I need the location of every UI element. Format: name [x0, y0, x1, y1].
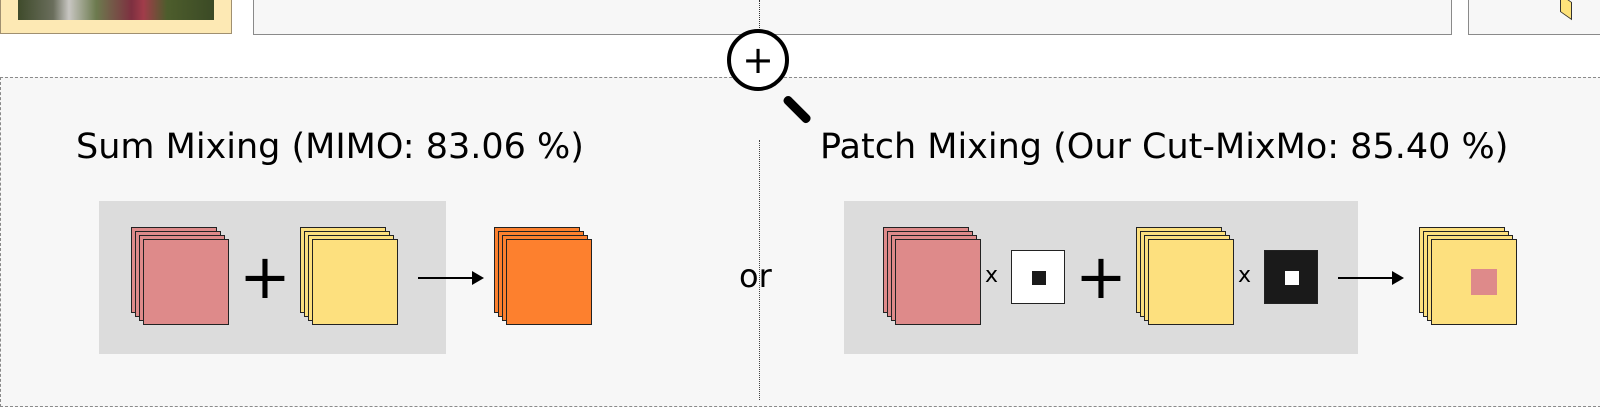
- top-right-panel: [1468, 0, 1600, 35]
- magnifier-plus-icon: +: [742, 38, 774, 82]
- multiply-symbol: x: [1238, 263, 1252, 288]
- arrow-icon: [418, 271, 484, 285]
- top-panel: [253, 0, 1452, 35]
- plus-icon: +: [239, 240, 291, 313]
- magnifier-icon: [727, 29, 789, 91]
- mixed-patch: [1471, 269, 1497, 295]
- patch-mixing-title: Patch Mixing (Our Cut-MixMo: 85.40 %): [820, 127, 1509, 167]
- or-separator: or: [739, 257, 772, 295]
- multiply-symbol: x: [985, 263, 999, 288]
- section-divider: [759, 140, 760, 400]
- binary-mask-icon: [1011, 250, 1065, 304]
- top-image-thumbnail: [18, 0, 214, 20]
- top-divider: [759, 0, 760, 34]
- inverted-mask-icon: [1264, 250, 1318, 304]
- arrow-icon: [1338, 271, 1404, 285]
- sum-mixing-title: Sum Mixing (MIMO: 83.06 %): [76, 127, 584, 167]
- plus-icon: +: [1075, 240, 1127, 313]
